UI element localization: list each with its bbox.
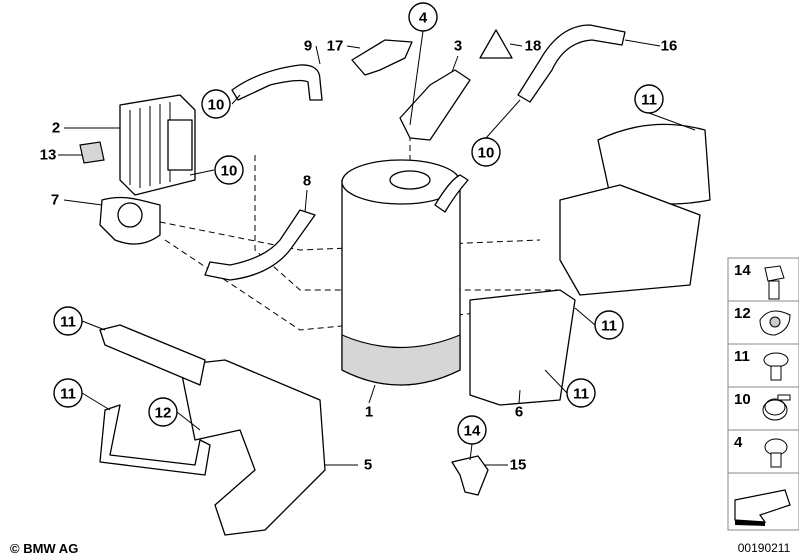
part-3-connector — [399, 69, 471, 141]
callout-10: 10 — [214, 155, 244, 185]
callout-2: 2 — [52, 120, 60, 137]
hose-clamp-icon — [762, 394, 791, 421]
part-11-strap-upper — [99, 324, 206, 386]
callout-circle — [408, 2, 438, 32]
callout-13: 13 — [40, 147, 57, 164]
part-2-filter — [119, 94, 196, 196]
callout-label: 10 — [208, 97, 225, 114]
callout-circle — [634, 84, 664, 114]
callout-10: 10 — [201, 89, 231, 119]
callout-label: 11 — [641, 92, 657, 109]
callout-label: 11 — [573, 386, 589, 403]
part-11-strap-lower — [99, 404, 211, 476]
legend-item-11: 11 — [727, 343, 799, 388]
part-1-carbon-canister — [341, 159, 469, 386]
callout-circle — [53, 306, 83, 336]
callout-16: 16 — [661, 38, 678, 55]
part-9-hose — [231, 64, 323, 101]
callout-10: 10 — [471, 137, 501, 167]
callout-label: 11 — [601, 318, 617, 335]
diagram-number: 00190211 — [738, 541, 791, 555]
callout-circle — [471, 137, 501, 167]
callout-15: 15 — [510, 457, 527, 474]
copyright: © BMW AG — [10, 541, 78, 556]
callout-circle — [566, 378, 596, 408]
part-15-clip — [451, 455, 489, 496]
legend-label: 11 — [734, 348, 750, 365]
callout-circle — [53, 378, 83, 408]
callout-4: 4 — [408, 2, 438, 32]
callout-9: 9 — [304, 38, 312, 55]
callout-17: 17 — [327, 38, 344, 55]
callout-14: 14 — [457, 415, 487, 445]
legend-label: 10 — [734, 391, 751, 408]
callout-circle — [214, 155, 244, 185]
clip-nut-icon — [759, 310, 791, 336]
callout-circle — [594, 310, 624, 340]
part-16-hose — [517, 24, 626, 103]
callout-11: 11 — [566, 378, 596, 408]
legend-label: 12 — [734, 305, 751, 322]
callout-1: 1 — [365, 404, 373, 421]
legend-item-14: 14 — [727, 257, 799, 302]
callout-11: 11 — [634, 84, 664, 114]
callout-circle — [457, 415, 487, 445]
callout-11: 11 — [53, 378, 83, 408]
callout-label: 14 — [464, 423, 481, 440]
callout-7: 7 — [51, 192, 59, 209]
legend-item-10: 10 — [727, 386, 799, 431]
callout-label: 11 — [60, 386, 76, 403]
fastener-legend: 14 12 11 10 4 — [727, 257, 799, 474]
callout-circle — [148, 397, 178, 427]
part-5-bracket — [179, 359, 326, 536]
leader-lines — [58, 30, 696, 466]
callout-8: 8 — [303, 173, 311, 190]
torx-screw-icon — [764, 438, 788, 468]
callout-12: 12 — [148, 397, 178, 427]
callout-circle — [201, 89, 231, 119]
callout-label: 11 — [60, 314, 76, 331]
callout-5: 5 — [364, 457, 372, 474]
part-13-cap — [79, 141, 105, 164]
hex-bolt-icon — [764, 265, 785, 300]
callout-label: 10 — [478, 145, 495, 162]
legend-label: 14 — [734, 262, 751, 279]
part-6-bracket-with-strap — [469, 123, 711, 406]
callout-6: 6 — [515, 404, 523, 421]
callout-11: 11 — [594, 310, 624, 340]
callout-label: 12 — [155, 405, 172, 422]
legend-box — [727, 429, 799, 474]
collar-screw-icon — [763, 352, 789, 381]
part-18-warning-label — [479, 29, 513, 59]
part-8-hose — [204, 209, 316, 281]
callout-3: 3 — [454, 38, 462, 55]
legend-label: 4 — [734, 434, 743, 451]
legend-item-12: 12 — [727, 300, 799, 345]
callout-label: 4 — [419, 10, 428, 27]
callout-label: 10 — [221, 163, 238, 180]
part-17-bracket — [351, 39, 413, 76]
callout-18: 18 — [525, 38, 542, 55]
callout-11: 11 — [53, 306, 83, 336]
legend-box — [727, 343, 799, 388]
legend-item-4: 4 — [727, 429, 799, 474]
direction-arrow-box — [727, 472, 799, 531]
part-7-valve — [99, 196, 161, 245]
